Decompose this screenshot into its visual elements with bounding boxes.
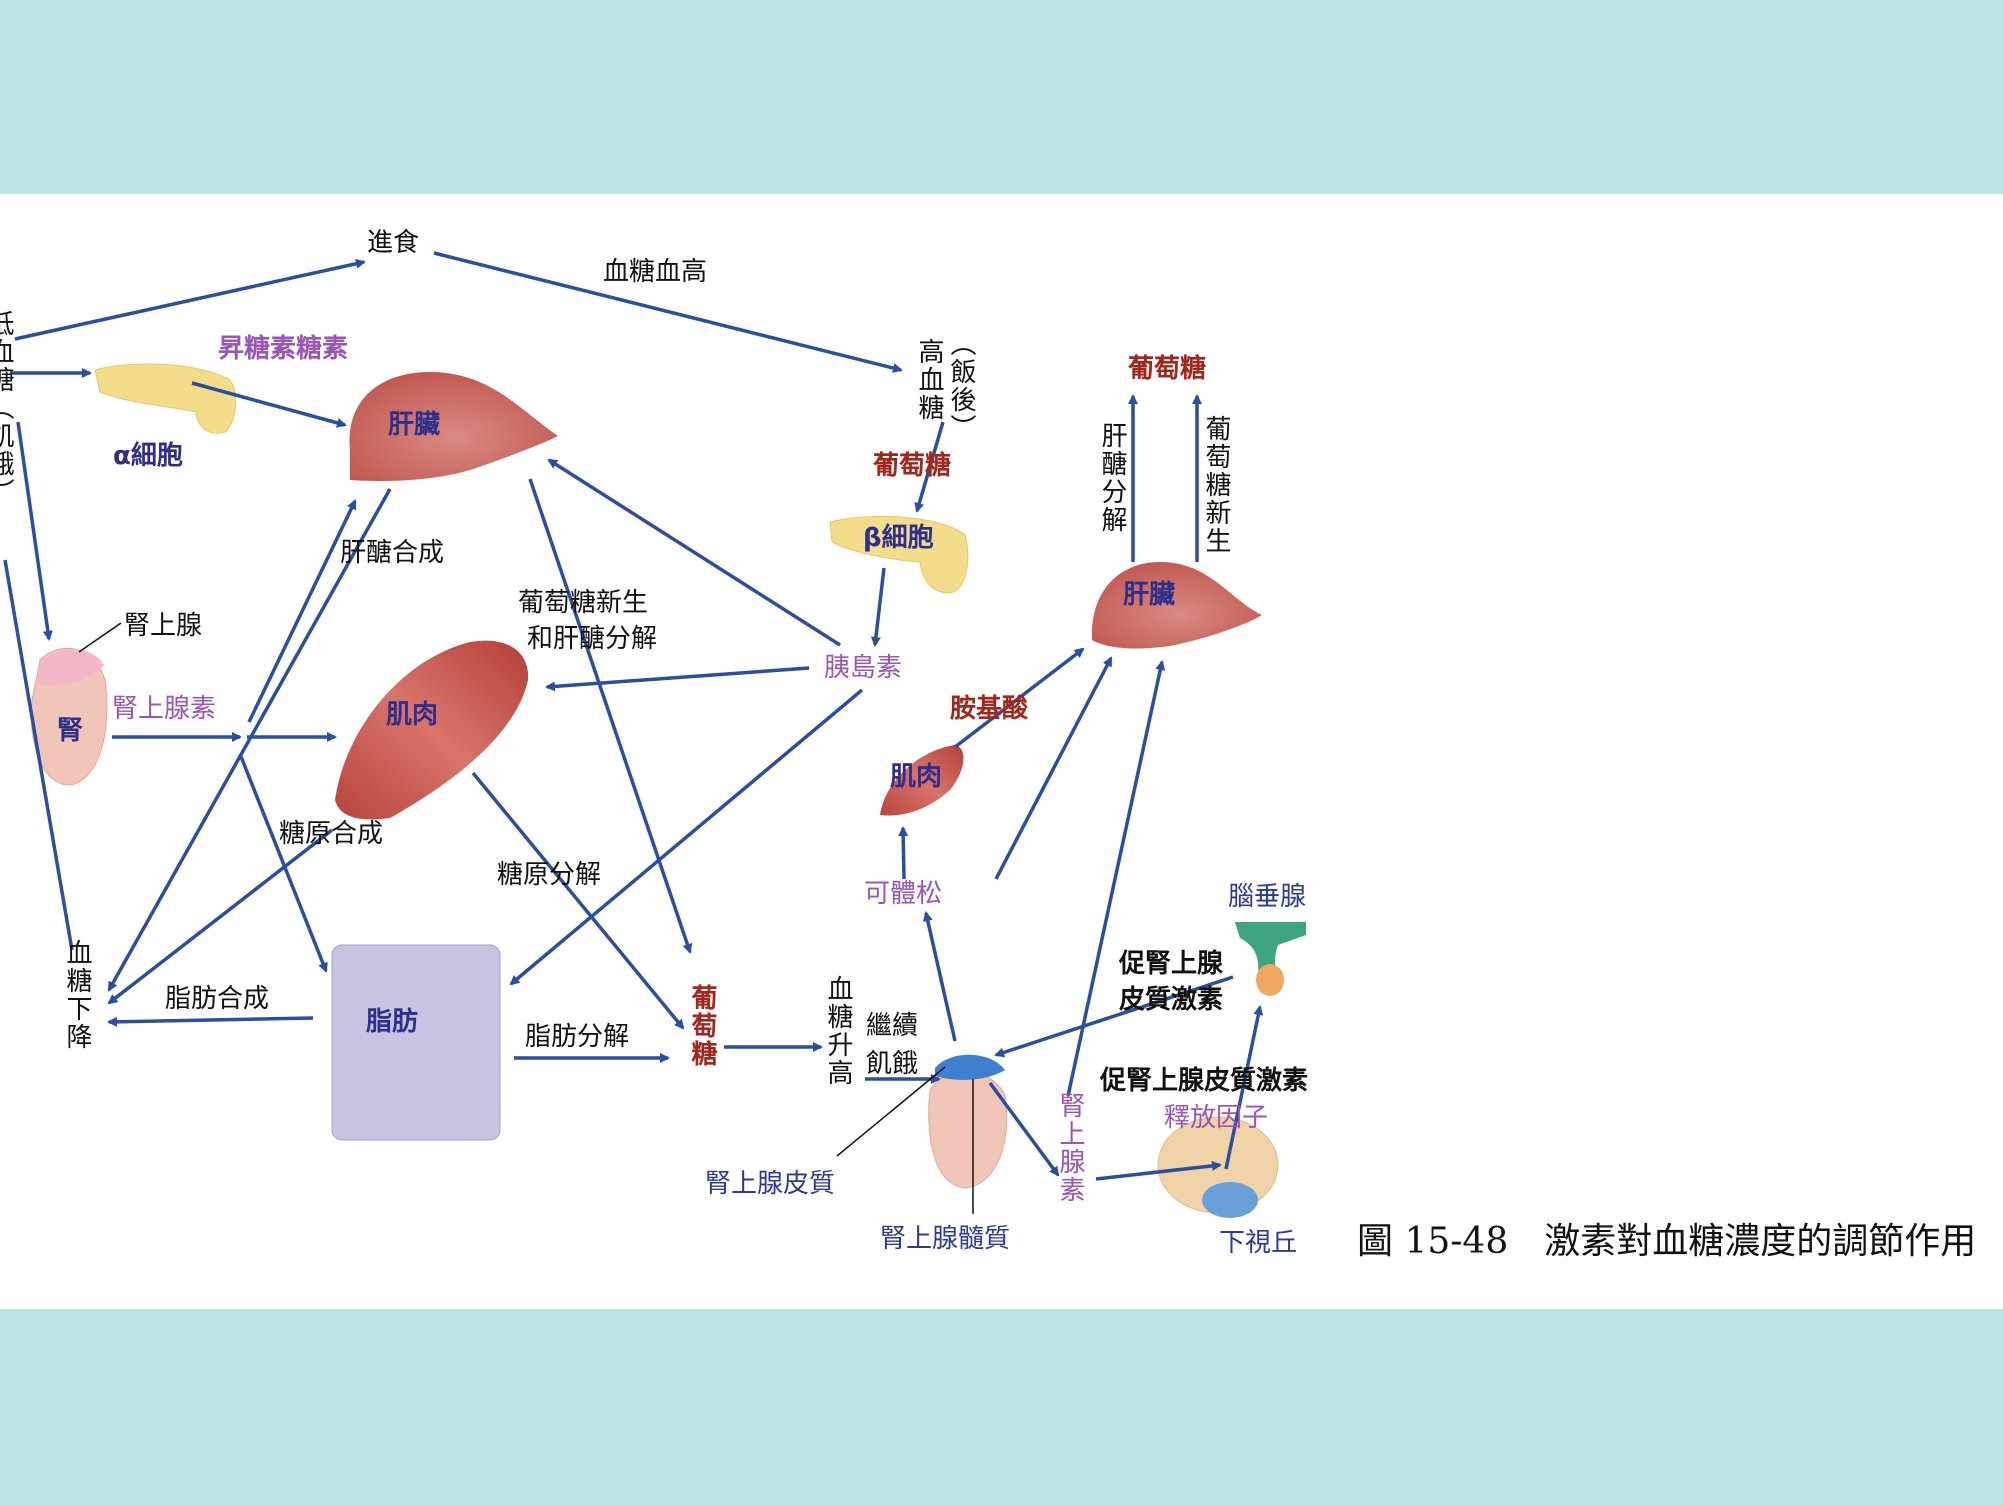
glycogen-synthesis-liver-label: 肝醣合成 (340, 538, 445, 568)
high-blood-sugar-label: 高血糖 (914, 338, 944, 422)
kidney-label: 腎 (57, 716, 84, 746)
amino-acid-label: 胺基酸 (950, 694, 1029, 724)
acth-label-1: 促腎上腺 (1119, 949, 1224, 979)
hunger-label: 飢餓 (866, 1049, 919, 1079)
eating-label: 進食 (367, 228, 420, 258)
fat-breakdown-label: 脂肪分解 (525, 1022, 630, 1052)
after-meal-label: （飯後） (946, 330, 976, 442)
glucose-top-right-label: 葡萄糖 (1128, 354, 1207, 384)
crh-label-2: 釋放因子 (1164, 1103, 1269, 1133)
figure-caption: 圖 15-48 激素對血糖濃度的調節作用 (1357, 1221, 1977, 1262)
glycogenolysis-label: 肝醣分解 (1097, 422, 1127, 534)
liver-2 (1091, 562, 1262, 649)
low-blood-sugar-label: 低血糖（飢餓） (0, 310, 14, 506)
acth-label-2: 皮質激素 (1119, 985, 1224, 1015)
liver-1 (349, 372, 558, 481)
alpha-cell-label: α細胞 (113, 441, 183, 471)
fat-tissue (331, 944, 501, 1141)
brainstem (1202, 1182, 1258, 1218)
glucagon-label: 昇糖素糖素 (218, 334, 349, 364)
adrenal-medulla-label: 腎上腺髓質 (880, 1224, 1011, 1254)
muscle-2-label: 肌肉 (890, 762, 943, 792)
arrows (3, 251, 1264, 1181)
blood-sugar-fall-label: 血糖下降 (62, 939, 92, 1051)
cortisol-label: 可體松 (864, 879, 943, 909)
pituitary-label: 腦垂腺 (1228, 882, 1307, 912)
adrenal-cap-2 (935, 1054, 1005, 1080)
epinephrine-v-label: 腎上腺素 (1055, 1092, 1085, 1204)
pancreas-beta (829, 515, 969, 594)
epinephrine-label: 腎上腺素 (112, 694, 217, 724)
liver-2-label: 肝臟 (1123, 580, 1176, 610)
glucose-beta-label: 葡萄糖 (873, 451, 952, 481)
glycogen-synthesis-label: 糖原合成 (279, 819, 384, 849)
beta-cell-label: β細胞 (863, 523, 934, 553)
crh-label-1: 促腎上腺皮質激素 (1100, 1066, 1309, 1096)
blood-sugar-rise-label: 血糖血高 (603, 257, 708, 287)
bottom-band (0, 1309, 2003, 1505)
glucose-center-label: 葡萄糖 (687, 984, 717, 1068)
top-band (0, 0, 2003, 194)
blood-sugar-up-label: 血糖升高 (823, 975, 853, 1087)
gluconeogenesis-v-label: 葡萄糖新生 (1201, 415, 1231, 555)
adrenal-gland-label: 腎上腺 (124, 611, 203, 641)
muscle-1 (335, 640, 529, 820)
liver-1-label: 肝臟 (388, 410, 441, 440)
pointer-lines (78, 622, 974, 1214)
continued-label: 繼續 (866, 1011, 919, 1041)
gluconeogenesis-label-1: 葡萄糖新生 (518, 588, 649, 618)
insulin-label: 胰島素 (824, 653, 903, 683)
glycogen-breakdown-label: 糖原分解 (497, 860, 602, 890)
muscle-1-label: 肌肉 (386, 700, 439, 730)
adrenal-cortex-label: 腎上腺皮質 (705, 1169, 836, 1199)
pituitary-gland (1235, 922, 1306, 994)
adrenal-cap-1 (38, 649, 104, 686)
fat-label: 脂肪 (366, 1007, 419, 1037)
muscle-2 (880, 745, 964, 816)
hypothalamus-label: 下視丘 (1219, 1228, 1298, 1258)
gluconeogenesis-label-2: 和肝醣分解 (527, 624, 658, 654)
pancreas-alpha (94, 363, 237, 434)
fat-synthesis-label: 脂肪合成 (165, 984, 270, 1014)
pituitary-lobe (1256, 964, 1284, 996)
